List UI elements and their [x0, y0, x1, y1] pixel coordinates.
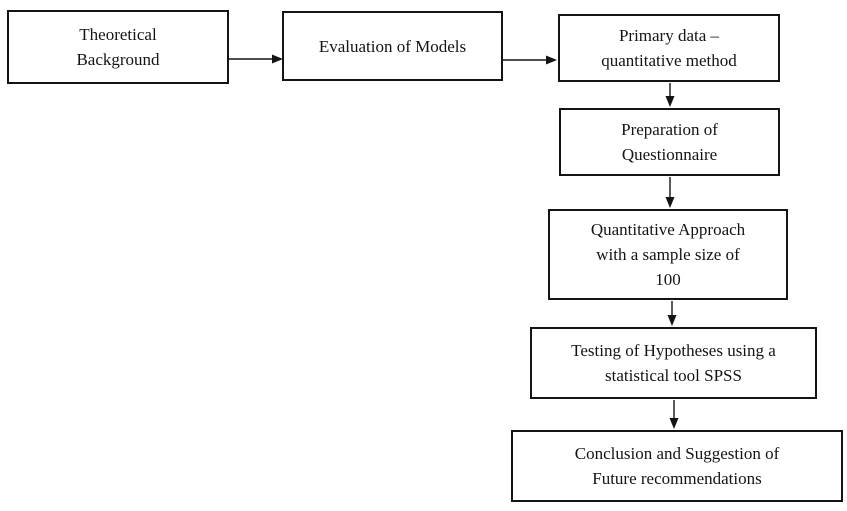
- node-label-line: Quantitative Approach: [590, 220, 746, 239]
- node-label-line: Preparation of: [621, 120, 718, 139]
- flow-node-testing-hypotheses: Testing of Hypotheses using a statistica…: [530, 327, 817, 399]
- node-label-line: Questionnaire: [621, 145, 718, 164]
- arrow-testing-to-conclusion: [669, 400, 679, 429]
- flow-node-quantitative-approach: Quantitative Approach with a sample size…: [548, 209, 788, 300]
- node-label-line: statistical tool SPSS: [605, 366, 742, 385]
- flow-node-theoretical-background: Theoretical Background: [7, 10, 229, 84]
- arrow-theoretical-to-evaluation: [229, 54, 283, 64]
- node-label-line: with a sample size of: [596, 245, 740, 264]
- node-label-line: 100: [655, 270, 681, 289]
- flow-node-preparation-questionnaire: Preparation of Questionnaire: [559, 108, 780, 176]
- arrow-preparation-to-quantitative: [665, 177, 675, 208]
- node-label-line: Primary data –: [618, 26, 720, 45]
- node-label-line: Conclusion and Suggestion of: [574, 444, 780, 463]
- flow-node-evaluation-of-models: Evaluation of Models: [282, 11, 503, 81]
- flow-node-primary-data: Primary data – quantitative method: [558, 14, 780, 82]
- arrow-primary-data-to-preparation: [665, 83, 675, 107]
- arrow-evaluation-to-primary-data: [503, 55, 557, 65]
- node-label-line: quantitative method: [601, 51, 737, 70]
- node-label-line: Future recommendations: [592, 469, 762, 488]
- node-label-line: Evaluation of Models: [318, 36, 467, 56]
- arrow-quantitative-to-testing: [667, 301, 677, 326]
- node-label-line: Testing of Hypotheses using a: [571, 341, 776, 360]
- node-label-line: Background: [76, 50, 160, 69]
- node-label-line: Theoretical: [79, 25, 157, 44]
- flow-node-conclusion: Conclusion and Suggestion of Future reco…: [511, 430, 843, 502]
